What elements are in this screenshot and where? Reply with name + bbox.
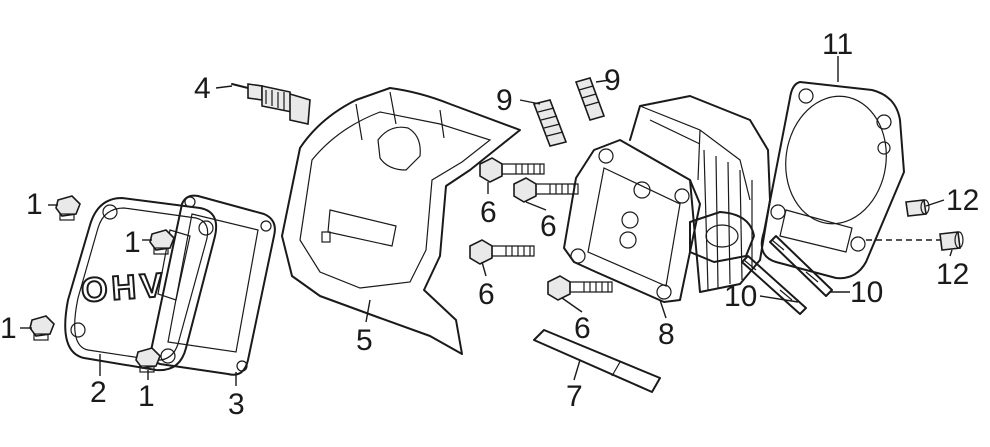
callout-8: 8 <box>658 318 675 351</box>
stud <box>769 235 833 297</box>
callout-3: 3 <box>228 388 245 421</box>
callout-2: 2 <box>90 376 107 409</box>
head-bolt <box>513 177 579 203</box>
cover-bolt <box>55 195 81 221</box>
callout-9: 9 <box>496 84 513 117</box>
callout-11: 11 <box>822 28 853 61</box>
callout-12: 12 <box>946 184 979 217</box>
stud <box>741 255 807 315</box>
valve-cover: OHV <box>64 197 218 372</box>
air-shroud <box>281 87 521 355</box>
callout-6: 6 <box>478 278 495 311</box>
callout-1: 1 <box>124 226 141 259</box>
callout-6: 6 <box>574 312 591 345</box>
callout-6: 6 <box>480 196 497 229</box>
dowel-pin <box>939 231 964 251</box>
cover-gasket <box>150 194 276 376</box>
leader-lines <box>20 56 953 386</box>
callout-10: 10 <box>850 276 883 309</box>
callout-12: 12 <box>936 258 969 291</box>
head-gasket <box>760 81 905 280</box>
ohv-marking: OHV <box>80 266 168 310</box>
cylinder-head <box>563 95 771 303</box>
callout-9: 9 <box>604 64 621 97</box>
head-bolt <box>469 239 535 265</box>
callout-1: 1 <box>26 188 43 221</box>
cover-bolt <box>135 347 161 373</box>
callout-6: 6 <box>540 210 557 243</box>
head-bolt <box>479 157 545 183</box>
callout-5: 5 <box>356 324 373 357</box>
cover-bolt <box>29 315 55 341</box>
callout-labels: 1 1 1 1 2 3 4 5 6 6 6 6 7 8 9 9 10 10 11… <box>0 28 979 421</box>
cover-bolt <box>149 229 175 255</box>
callout-1: 1 <box>138 380 155 413</box>
spark-plug <box>231 83 311 125</box>
callout-10: 10 <box>724 280 757 313</box>
valve-spring <box>574 77 606 121</box>
head-bolt <box>547 275 613 301</box>
callout-4: 4 <box>194 72 211 105</box>
dowel-pin <box>905 199 930 217</box>
callout-1: 1 <box>0 312 17 345</box>
callout-7: 7 <box>566 380 583 413</box>
valve-spring <box>532 99 568 147</box>
push-rod <box>533 329 661 393</box>
